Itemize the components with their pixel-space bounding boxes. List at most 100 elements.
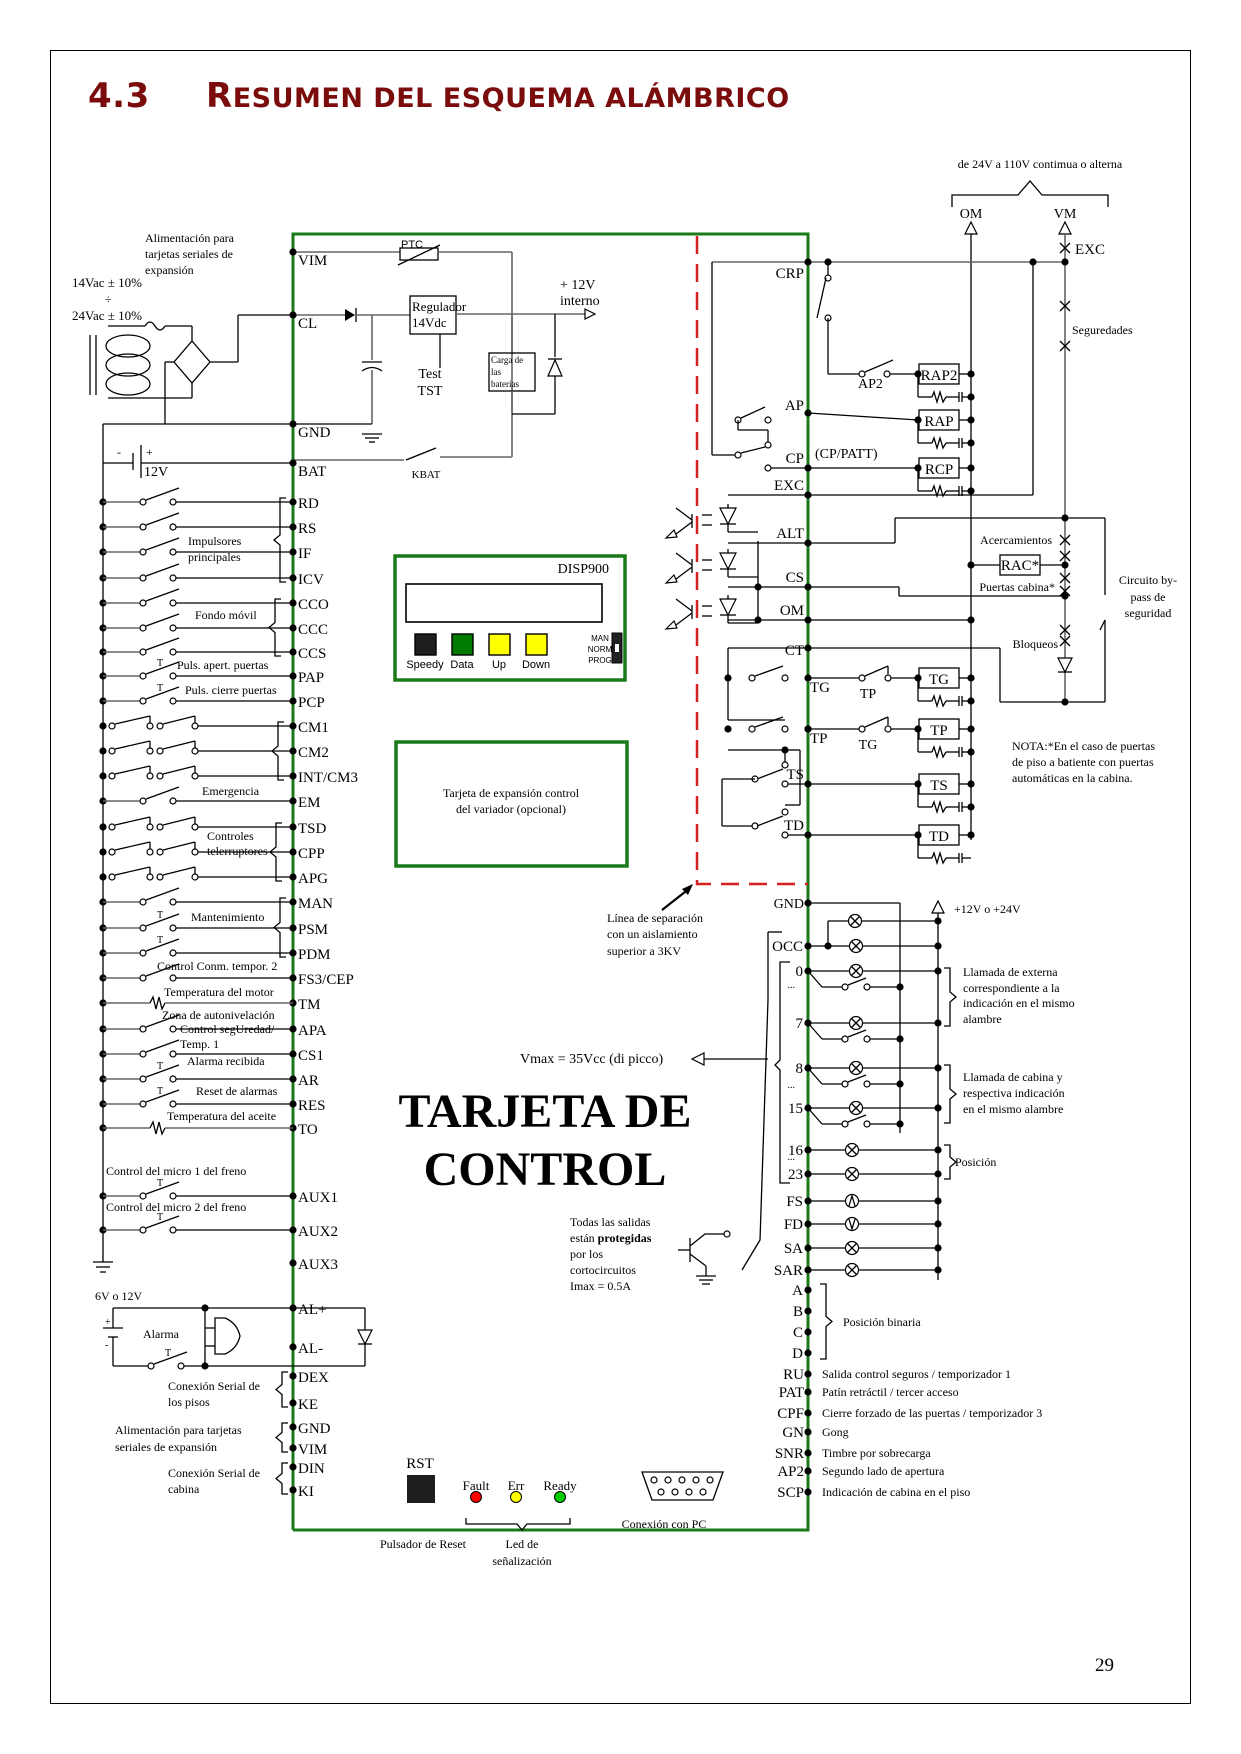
terminal-vim: VIM [298, 253, 327, 269]
label-serial-cabin-1: Conexión Serial de [168, 1466, 260, 1480]
pushbutton-mark: T [157, 1086, 163, 1097]
terminal-crp: CRP [776, 266, 804, 282]
contact-terminal [139, 1075, 147, 1083]
regulator-label-1: Regulador [412, 299, 467, 314]
ext-call-1: Llamada de externa [963, 965, 1058, 979]
contact-terminal [139, 599, 147, 607]
wire [847, 1029, 867, 1038]
output-terminal-scp: SCP [777, 1485, 804, 1501]
contact-terminal [191, 848, 199, 856]
safety-contact [1059, 572, 1071, 584]
display-button-label: Data [450, 659, 474, 671]
contact-terminal [781, 761, 789, 769]
brace-floor-inputs [774, 961, 790, 1184]
led-err [510, 1491, 522, 1503]
reset-button[interactable] [407, 1475, 435, 1503]
left-input-wiring: VIMCLGNDBATRDRSIFICVCCOCCCCCSPAPPCPCM1CM… [95, 248, 373, 1500]
resistor-icon [931, 799, 947, 815]
db9-pin [664, 1476, 672, 1484]
display-button-up[interactable] [488, 633, 511, 656]
contact-terminal [147, 1362, 155, 1370]
junction-dot [967, 748, 975, 756]
db9-pin [671, 1488, 679, 1496]
contact-terminal [139, 523, 147, 531]
control-board-border [291, 232, 810, 1532]
terminal-dot [289, 1444, 297, 1452]
db9-pin [699, 1488, 707, 1496]
terminal-rs: RS [298, 521, 316, 537]
junction-dot [967, 416, 975, 424]
wire [756, 768, 784, 780]
switch-blade [145, 588, 180, 602]
contact-terminal [108, 772, 116, 780]
contact-terminal [858, 725, 866, 733]
output-terminal-pat: PAT [779, 1385, 804, 1401]
diode-icon [345, 309, 355, 321]
display-button-speedy[interactable] [414, 633, 437, 656]
lamp-cross [850, 916, 860, 926]
display-button-down[interactable] [525, 633, 548, 656]
resistor-icon [931, 744, 947, 760]
outputs-note-4: cortocircuitos [570, 1263, 636, 1277]
switch-blade [145, 938, 180, 952]
ap2-switch-label: AP2 [858, 377, 883, 392]
wire [162, 816, 196, 826]
terminal-cs: CS [786, 570, 804, 586]
mode-prog: PROG [588, 656, 612, 665]
terminal-dot [289, 1486, 297, 1494]
wire [675, 566, 693, 580]
junction-dot [967, 831, 975, 839]
wire [114, 715, 151, 725]
contact-terminal [884, 725, 892, 733]
terminal-dot [289, 420, 297, 428]
safety-contact [1059, 635, 1071, 647]
contact-terminal [169, 548, 177, 556]
pushbutton-mark: T [157, 1212, 163, 1223]
terminal-fs3-cep: FS3/CEP [298, 972, 354, 988]
display-button-data[interactable] [451, 633, 474, 656]
separation-note-line-3: superior a 3KV [607, 944, 681, 958]
junction-dot [967, 803, 975, 811]
brace-ext-call [944, 967, 958, 1027]
wire [114, 866, 151, 876]
switch-blade [145, 1039, 180, 1053]
binary-terminal-b: B [793, 1304, 803, 1320]
terminal-cpp: CPP [298, 846, 325, 862]
terminal-td: TD [784, 818, 804, 834]
optocoupler-diode-icon [719, 598, 737, 617]
contact-terminal [841, 983, 849, 991]
junction-dot [934, 1170, 942, 1178]
led-caption-2: señalización [492, 1554, 551, 1568]
terminal-pdm: PDM [298, 947, 331, 963]
label-pap: Puls. apert. puertas [177, 658, 269, 672]
ellipsis: ... [788, 980, 796, 991]
bypass-label-1: Circuito by- [1119, 573, 1177, 587]
terminal-vim: VIM [298, 1442, 327, 1458]
contact-terminal [191, 772, 199, 780]
contact-terminal [748, 725, 756, 733]
exc-label: EXC [1075, 242, 1105, 258]
title-initial: R [206, 76, 233, 116]
junction-dot [804, 258, 812, 266]
power-labels: Alimentación para tarjetas seriales de e… [72, 231, 600, 481]
contact-terminal [139, 974, 147, 982]
contact-terminal [169, 697, 177, 705]
safety-contact [1059, 550, 1071, 562]
wire [807, 970, 823, 988]
wire [675, 521, 693, 535]
db9-connector[interactable] [641, 1471, 724, 1501]
terminal-cm2: CM2 [298, 745, 329, 761]
contact-terminal [139, 548, 147, 556]
led-caption-1: Led de [506, 1537, 539, 1551]
junction-dot [804, 1370, 812, 1378]
switch-blade [145, 1064, 180, 1078]
junction-dot [934, 967, 942, 975]
pushbutton-mark: T [157, 1061, 163, 1072]
display-button-label: Speedy [406, 659, 444, 671]
contact-terminal [139, 898, 147, 906]
contact-terminal [858, 370, 866, 378]
wire [816, 277, 827, 319]
phototransistor-arrow [664, 528, 678, 539]
io-terminal: 8 [796, 1061, 804, 1077]
